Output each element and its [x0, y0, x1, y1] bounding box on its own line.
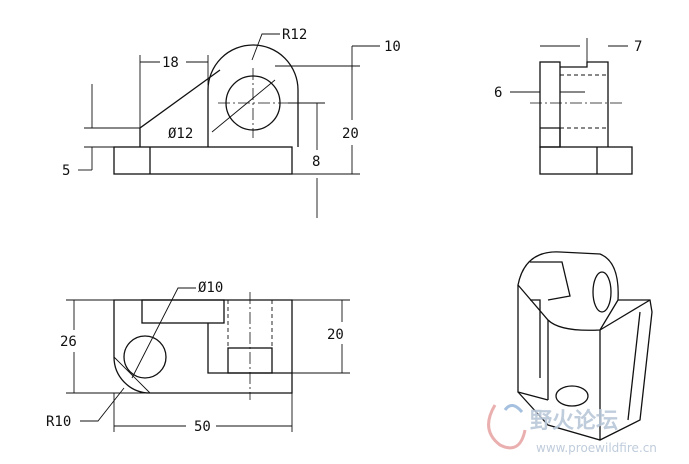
- dim-8: 8: [312, 154, 320, 170]
- r10-leader: [80, 387, 125, 422]
- dim-6: 6: [494, 85, 502, 101]
- dim-20-top: 20: [327, 327, 344, 343]
- side-base: [539, 146, 633, 175]
- dim-18: 18: [162, 55, 179, 71]
- dim-7: 7: [634, 39, 642, 55]
- dim-d12: Ø12: [168, 126, 193, 142]
- dim-5: 5: [62, 163, 70, 179]
- top-slot: [141, 299, 225, 324]
- front-base-plate: [113, 146, 293, 175]
- dim-10: 10: [384, 39, 401, 55]
- dim-20-front: 20: [342, 126, 359, 142]
- top-fillet-tangent: [113, 356, 151, 394]
- side-rib: [539, 61, 561, 148]
- d12-leader: [211, 79, 276, 133]
- iso-base-top-edge: [599, 299, 651, 331]
- iso-lug-top: [517, 251, 619, 331]
- top-hole: [123, 335, 167, 379]
- watermark-url: www.proewildfire.cn: [536, 441, 657, 455]
- dim-26: 26: [60, 334, 77, 350]
- iso-rib: [530, 299, 541, 378]
- d10-leader: [131, 287, 196, 379]
- watermark-brand: 野火论坛: [530, 408, 618, 434]
- dim-r10: R10: [46, 414, 71, 430]
- front-view: R12 18 Ø12 10 20 8 5: [62, 27, 401, 218]
- dim-50: 50: [194, 419, 211, 435]
- side-view: 7 6: [494, 38, 642, 175]
- iso-slot: [530, 261, 571, 301]
- front-lug-outline: [207, 44, 299, 147]
- iso-lug-hole: [592, 271, 612, 313]
- r12-leader: [251, 33, 280, 61]
- dim-d10: Ø10: [198, 280, 223, 296]
- iso-base-side: [627, 311, 641, 421]
- watermark-logo-icon: [487, 404, 527, 450]
- isometric-view: [517, 251, 653, 441]
- top-view: Ø10 26 20 R10 50: [46, 280, 350, 435]
- dim-r12: R12: [282, 27, 307, 43]
- watermark: 野火论坛 www.proewildfire.cn: [487, 404, 657, 455]
- watermark-logo-arc-icon: [503, 404, 524, 413]
- top-outline: [113, 299, 293, 394]
- iso-base-hole: [555, 385, 589, 407]
